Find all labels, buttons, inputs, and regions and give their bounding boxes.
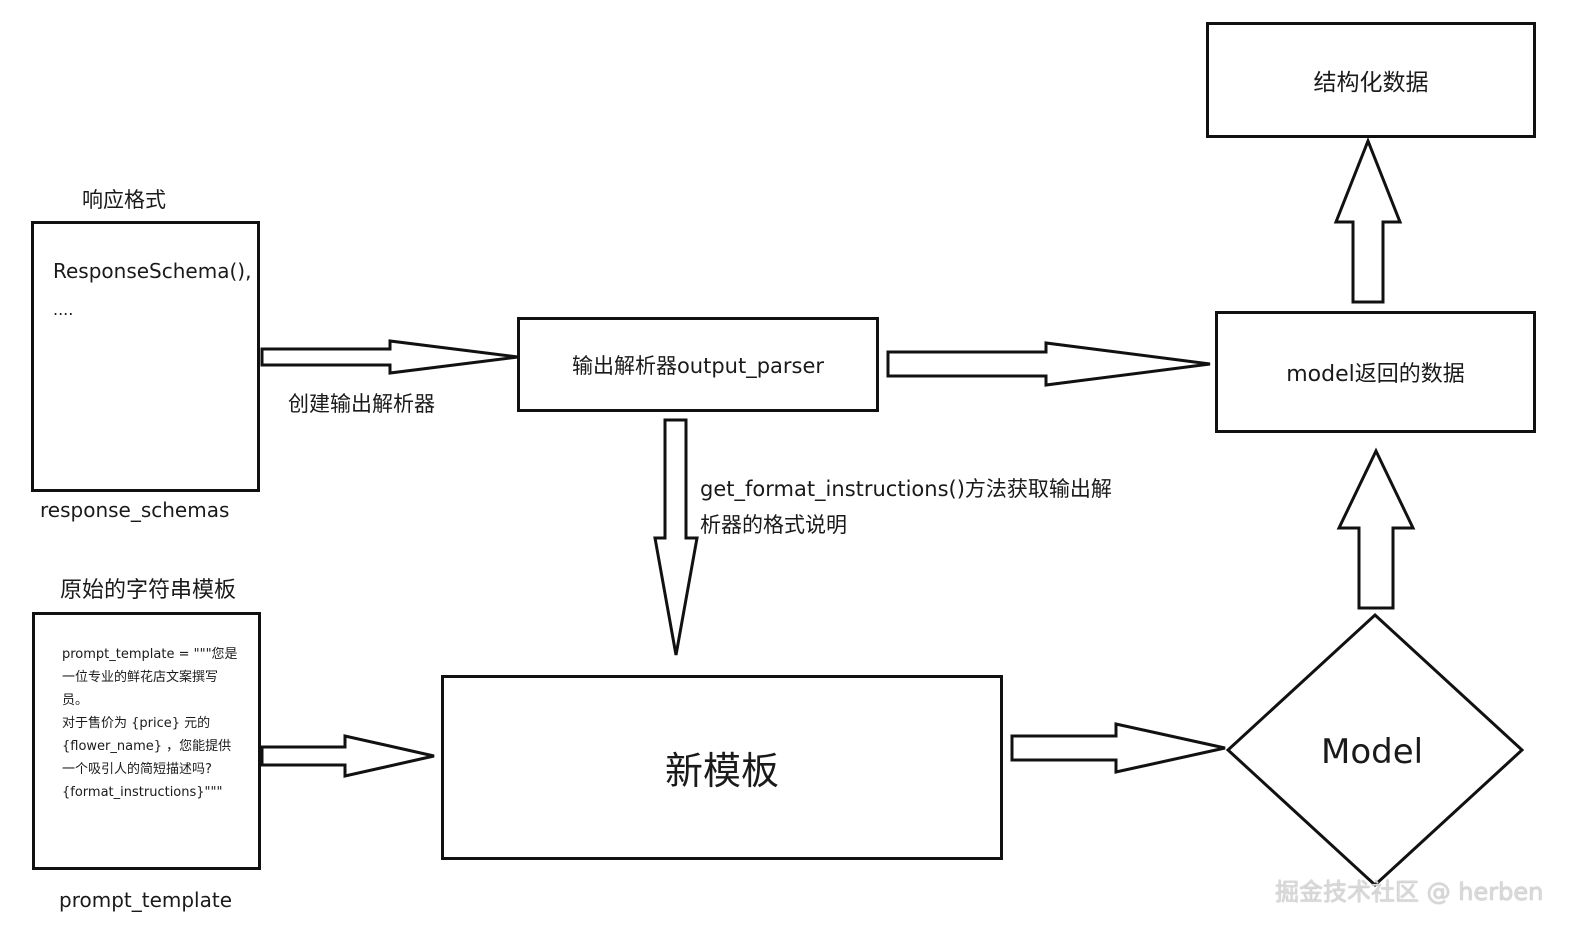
format-instructions-line-2: 析器的格式说明 xyxy=(700,513,847,537)
response-schemas-line-1: ResponseSchema(), xyxy=(53,259,252,283)
response-schemas-caption: response_schemas xyxy=(40,498,230,522)
prompt-template-line-2: 一位专业的鲜花店文案撰写 xyxy=(62,670,219,685)
prompt-template-line-3: 员。 xyxy=(62,693,89,708)
arrow-new-template-to-model xyxy=(1010,722,1226,774)
arrow-model-to-output xyxy=(1336,447,1416,610)
output-parser-box: 输出解析器output_parser xyxy=(517,317,879,412)
prompt-template-line-5: {flower_name} ，您能提供 xyxy=(62,739,232,754)
model-diamond xyxy=(1225,612,1525,888)
raw-template-heading: 原始的字符串模板 xyxy=(60,578,237,603)
prompt-template-box: prompt_template = """您是 一位专业的鲜花店文案撰写 员。 … xyxy=(32,612,261,870)
arrow-schema-to-parser xyxy=(260,339,519,375)
response-schemas-box: ResponseSchema(), .... xyxy=(31,221,260,492)
arrow-prompt-to-new-template xyxy=(260,734,435,778)
response-format-heading: 响应格式 xyxy=(82,188,166,212)
output-parser-label: 输出解析器output_parser xyxy=(571,353,825,378)
prompt-template-line-6: 一个吸引人的简短描述吗? xyxy=(62,762,212,777)
arrow-output-to-structured xyxy=(1333,136,1403,304)
format-instructions-label: get_format_instructions()方法获取输出解 析器的格式说明 xyxy=(700,471,1112,543)
new-template-label: 新模板 xyxy=(664,749,779,793)
model-output-label: model返回的数据 xyxy=(1286,362,1465,387)
prompt-template-text: prompt_template = """您是 一位专业的鲜花店文案撰写 员。 … xyxy=(62,643,238,804)
model-output-box: model返回的数据 xyxy=(1215,311,1536,433)
structured-data-box: 结构化数据 xyxy=(1206,22,1536,138)
model-label: Model xyxy=(1321,732,1424,772)
prompt-template-line-7: {format_instructions}""" xyxy=(62,785,223,800)
format-instructions-line-1: get_format_instructions()方法获取输出解 xyxy=(700,477,1112,501)
prompt-template-line-1: prompt_template = """您是 xyxy=(62,647,238,662)
prompt-template-line-4: 对于售价为 {price} 元的 xyxy=(62,716,211,731)
arrow-parser-to-new-template xyxy=(653,418,699,656)
response-schemas-line-2: .... xyxy=(53,300,74,319)
create-parser-label: 创建输出解析器 xyxy=(288,392,435,416)
prompt-template-caption: prompt_template xyxy=(59,888,233,912)
watermark: 掘金技术社区 @ herben xyxy=(1275,878,1544,906)
structured-data-label: 结构化数据 xyxy=(1313,70,1429,96)
new-template-box: 新模板 xyxy=(441,675,1003,860)
arrow-parser-to-output xyxy=(886,341,1211,387)
